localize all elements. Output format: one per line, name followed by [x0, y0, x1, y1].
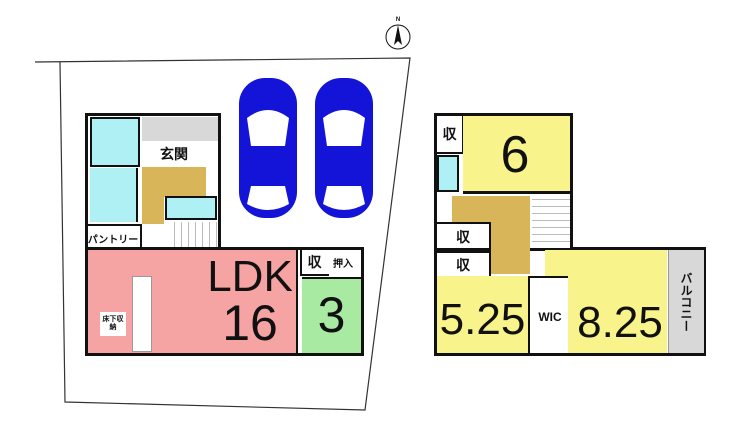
kitchen-counter — [132, 276, 152, 352]
room-5-25[interactable] — [437, 276, 528, 353]
compass-icon — [385, 24, 411, 50]
room-5-25-size: 5.25 — [439, 295, 526, 344]
room-8-25[interactable] — [568, 276, 667, 353]
parking — [239, 78, 373, 218]
balcony-label: バルコニー — [668, 250, 704, 353]
car-icon — [239, 78, 297, 218]
entrance-label: 玄関 — [160, 147, 188, 163]
stairs — [168, 222, 218, 248]
hallway — [142, 196, 164, 224]
storage1-label: 収 — [437, 116, 464, 154]
washroom — [90, 168, 138, 222]
japanese-room-size: 3 — [317, 287, 346, 343]
room-8-25-size: 8.25 — [577, 298, 663, 347]
room-6-size: 6 — [500, 126, 530, 184]
underfloor-storage-label: 床下収納 — [100, 312, 126, 336]
bathroom — [90, 117, 140, 167]
compass-label: N — [395, 17, 401, 23]
toilet — [165, 196, 217, 220]
entrance-hall — [142, 167, 206, 197]
toilet — [437, 155, 459, 192]
stairs — [532, 196, 570, 248]
room-8-25[interactable] — [545, 250, 667, 276]
closet-label: 押入 — [325, 250, 361, 274]
hall — [452, 196, 530, 222]
car-icon — [315, 78, 373, 218]
wall — [570, 247, 706, 250]
japanese-room[interactable] — [302, 277, 361, 353]
wic-label: WIC — [528, 276, 572, 355]
ldk-size: 16 — [222, 295, 278, 351]
hall — [490, 220, 530, 274]
room-6[interactable] — [463, 116, 570, 194]
ldk-label: LDK — [207, 252, 293, 301]
porch — [142, 117, 218, 141]
